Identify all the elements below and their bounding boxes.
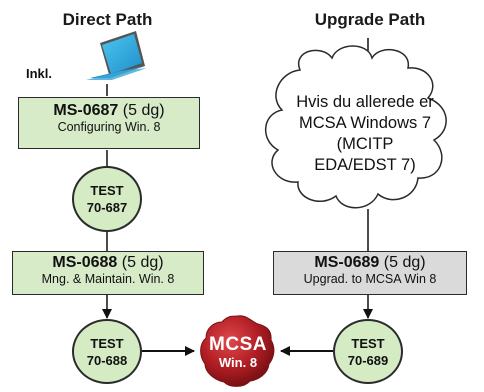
course-title: Mng. & Maintain. Win. 8 xyxy=(41,272,175,287)
course-duration: (5 dg) xyxy=(121,254,164,271)
direct-path-heading: Direct Path xyxy=(62,10,153,29)
test-label: TEST xyxy=(90,183,124,198)
mcsa-title: MCSA xyxy=(209,334,267,355)
test-70-689-circle: TEST 70-689 xyxy=(333,319,403,384)
included-label: Inkl. xyxy=(26,66,53,81)
test-70-688-circle: TEST 70-688 xyxy=(72,319,142,384)
course-duration: (5 dg) xyxy=(122,102,165,119)
course-box-ms-0689: MS-0689 (5 dg) Upgrad. to MCSA Win 8 xyxy=(273,251,467,295)
cloud-line: EDA/EDST 7) xyxy=(314,156,416,174)
test-number: 70-688 xyxy=(86,352,128,368)
test-70-687-circle: TEST 70-687 xyxy=(72,166,142,232)
course-code: MS-0687 xyxy=(53,102,119,119)
test-label: TEST xyxy=(90,335,124,351)
course-code: MS-0689 xyxy=(314,254,380,271)
cloud-line: Hvis du allerede er xyxy=(296,93,434,111)
course-title: Configuring Win. 8 xyxy=(57,120,161,135)
tablet-icon xyxy=(86,31,147,80)
course-title: Upgrad. to MCSA Win 8 xyxy=(303,272,437,287)
test-label: TEST xyxy=(351,335,385,351)
course-code: MS-0688 xyxy=(52,254,118,271)
course-box-ms-0688: MS-0688 (5 dg) Mng. & Maintain. Win. 8 xyxy=(12,251,204,295)
cloud-line: (MCITP xyxy=(336,135,394,153)
mcsa-seal xyxy=(200,315,275,387)
upgrade-path-heading: Upgrade Path xyxy=(314,10,426,29)
mcsa-label: MCSA Win. 8 xyxy=(203,334,273,370)
cloud-shape xyxy=(264,45,447,209)
test-number: 70-687 xyxy=(86,200,128,215)
cloud-line: MCSA Windows 7 xyxy=(298,114,432,132)
course-duration: (5 dg) xyxy=(383,254,426,271)
test-number: 70-689 xyxy=(347,352,389,368)
mcsa-subtitle: Win. 8 xyxy=(218,354,258,370)
cloud-text: Hvis du allerede er MCSA Windows 7 (MCIT… xyxy=(270,92,460,176)
course-box-ms-0687: MS-0687 (5 dg) Configuring Win. 8 xyxy=(18,97,200,149)
